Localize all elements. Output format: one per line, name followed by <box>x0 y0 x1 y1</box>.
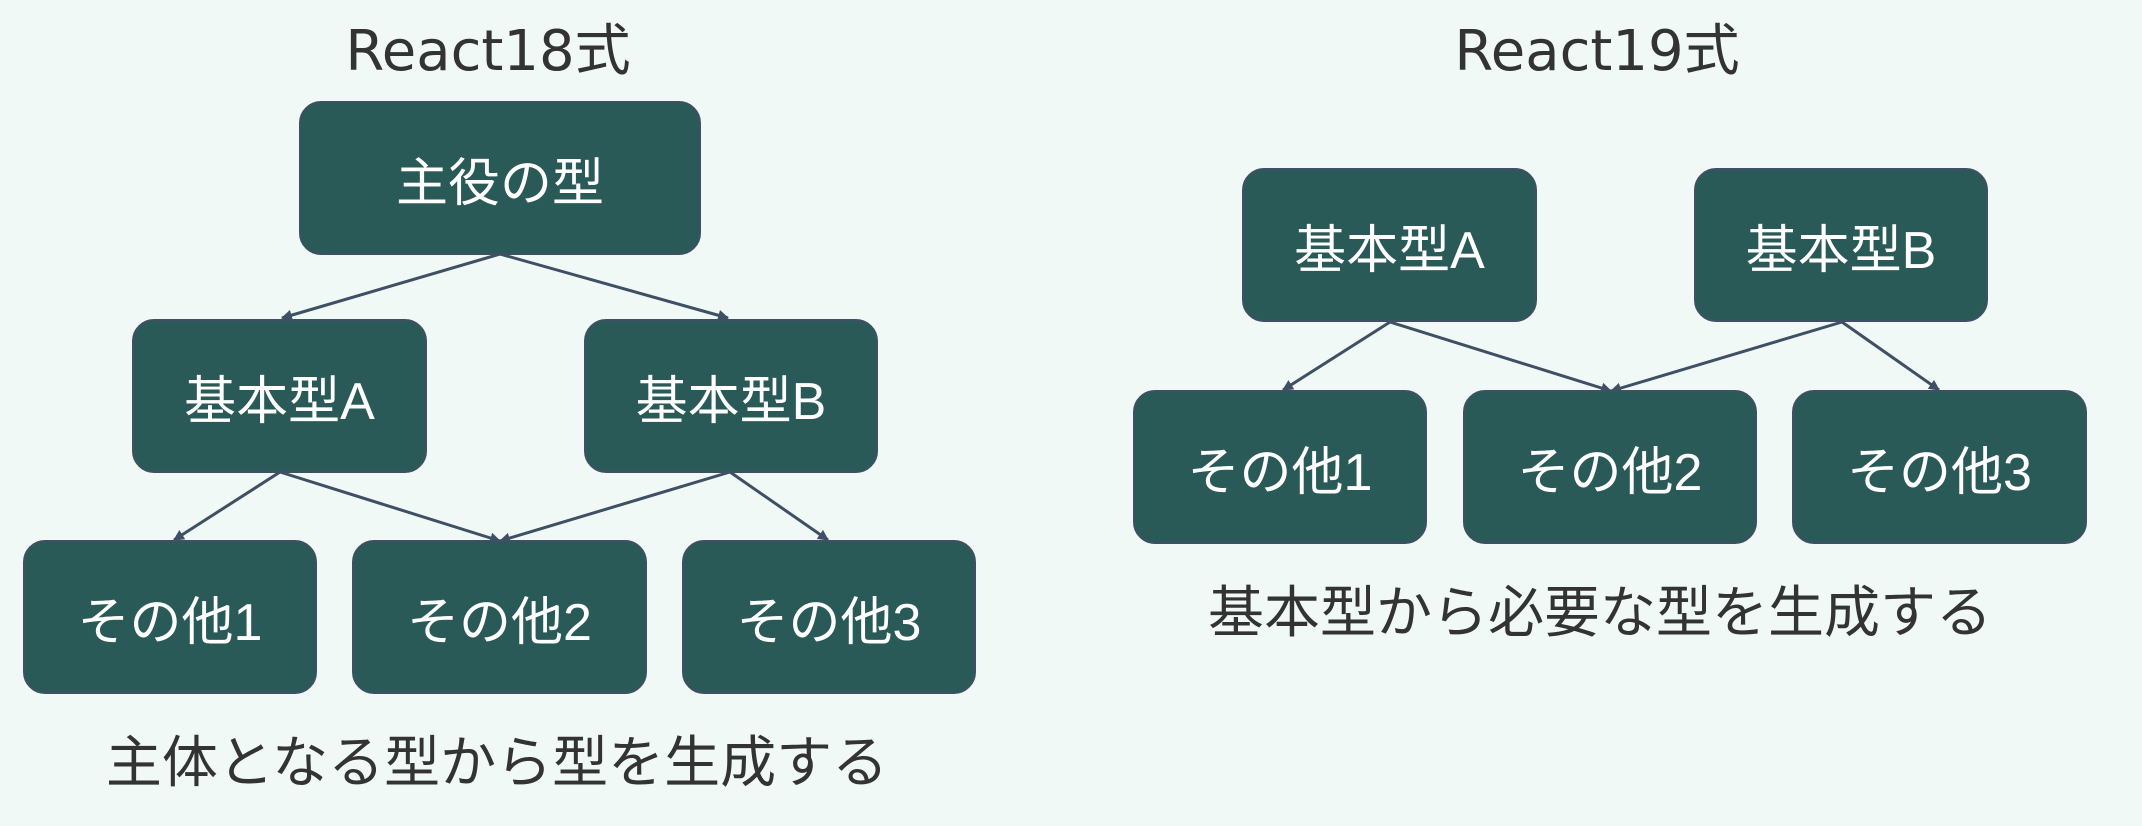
edge-r19-base-b-to-other3 <box>1841 320 1940 392</box>
react19-node-base-type-b: 基本型B <box>1694 168 1988 322</box>
edge-r19-base-a-to-other1 <box>1282 320 1391 392</box>
edge-base-a-to-other1 <box>173 470 281 542</box>
edge-base-a-to-other2 <box>279 470 502 544</box>
edge-main-to-base-a <box>280 252 501 321</box>
react18-node-base-type-a: 基本型A <box>132 319 427 473</box>
react19-node-other-1: その他1 <box>1133 390 1427 544</box>
edge-main-to-base-b <box>499 252 730 321</box>
edge-r19-base-b-to-other2 <box>1609 320 1843 394</box>
react19-node-base-type-a: 基本型A <box>1242 168 1537 322</box>
edge-base-b-to-other3 <box>729 470 829 542</box>
react19-node-other-3: その他3 <box>1792 390 2087 544</box>
edge-r19-base-a-to-other2 <box>1389 320 1613 394</box>
react18-title: React18式 <box>345 19 631 84</box>
react18-caption: 主体となる型から型を生成する <box>105 731 889 794</box>
react18-node-other-2: その他2 <box>352 540 647 694</box>
react19-title: React19式 <box>1454 19 1740 84</box>
react18-node-other-3: その他3 <box>682 540 976 694</box>
react18-node-base-type-b: 基本型B <box>584 319 878 473</box>
react19-node-other-2: その他2 <box>1463 390 1757 544</box>
react18-node-other-1: その他1 <box>23 540 317 694</box>
edge-base-b-to-other2 <box>498 470 731 544</box>
react19-caption: 基本型から必要な型を生成する <box>1208 581 1992 644</box>
react18-node-main-type: 主役の型 <box>299 101 701 255</box>
